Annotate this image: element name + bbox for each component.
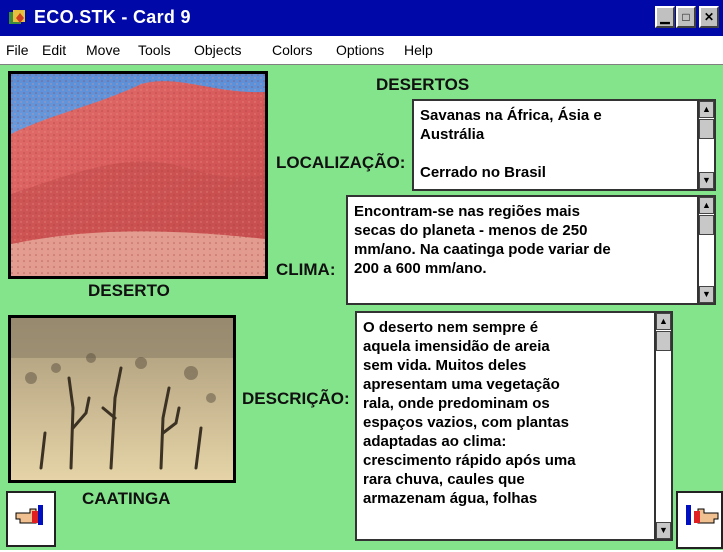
localizacao-field[interactable]: Savanas na África, Ásia e Austrália Cerr… [412, 99, 716, 191]
next-card-button[interactable] [676, 491, 723, 549]
hand-pointing-right-icon [686, 505, 719, 525]
scroll-thumb[interactable] [699, 215, 714, 235]
minimize-button[interactable]: ▁ [655, 6, 675, 28]
clima-field[interactable]: Encontram-se nas regiões mais secas do p… [346, 195, 716, 305]
menu-edit[interactable]: Edit [42, 42, 67, 58]
menu-move[interactable]: Move [86, 42, 121, 58]
caatinga-photo [8, 315, 236, 483]
caatinga-caption: CAATINGA [82, 489, 171, 508]
close-button[interactable]: ✕ [699, 6, 719, 28]
maximize-icon: □ [682, 10, 690, 24]
hand-pointing-left-icon [15, 505, 43, 525]
clima-text: Encontram-se nas regiões mais secas do p… [354, 203, 611, 277]
menu-file[interactable]: File [6, 42, 29, 58]
maximize-button[interactable]: □ [676, 6, 696, 28]
menu-colors[interactable]: Colors [272, 42, 313, 58]
descricao-label: DESCRIÇÃO: [242, 389, 350, 408]
menu-help[interactable]: Help [404, 42, 433, 58]
close-icon: ✕ [703, 10, 715, 24]
scroll-thumb[interactable] [656, 331, 671, 351]
localizacao-label: LOCALIZAÇÃO: [276, 153, 406, 172]
eco-stack-icon [9, 10, 25, 24]
scroll-up-icon[interactable]: ▲ [699, 197, 714, 214]
card-area: DESERTO [0, 65, 723, 550]
menu-bar: File Edit Move Tools Objects Colors Opti… [0, 36, 723, 65]
scroll-down-icon[interactable]: ▼ [699, 286, 714, 303]
scroll-up-icon[interactable]: ▲ [699, 101, 714, 118]
menu-objects[interactable]: Objects [194, 42, 242, 58]
clima-label: CLIMA: [276, 260, 336, 279]
descricao-text: O deserto nem sempre é aquela imensidão … [363, 319, 576, 507]
minimize-icon: ▁ [660, 10, 670, 24]
descricao-field[interactable]: O deserto nem sempre é aquela imensidão … [355, 311, 673, 541]
page-title: DESERTOS [376, 75, 470, 94]
window-title: ECO.STK - Card 9 [34, 7, 191, 27]
previous-card-button[interactable] [6, 491, 56, 547]
scroll-thumb[interactable] [699, 119, 714, 139]
menu-tools[interactable]: Tools [138, 42, 171, 58]
title-bar[interactable]: ECO.STK - Card 9 ▁ □ ✕ [0, 0, 723, 36]
menu-options[interactable]: Options [336, 42, 385, 58]
scroll-down-icon[interactable]: ▼ [699, 172, 714, 189]
desert-photo [8, 71, 268, 279]
desert-caption: DESERTO [88, 281, 170, 300]
localizacao-text: Savanas na África, Ásia e Austrália Cerr… [420, 107, 602, 181]
localizacao-scrollbar[interactable]: ▲ ▼ [697, 101, 714, 189]
clima-scrollbar[interactable]: ▲ ▼ [697, 197, 714, 303]
scroll-down-icon[interactable]: ▼ [656, 522, 671, 539]
scroll-up-icon[interactable]: ▲ [656, 313, 671, 330]
descricao-scrollbar[interactable]: ▲ ▼ [654, 313, 671, 539]
